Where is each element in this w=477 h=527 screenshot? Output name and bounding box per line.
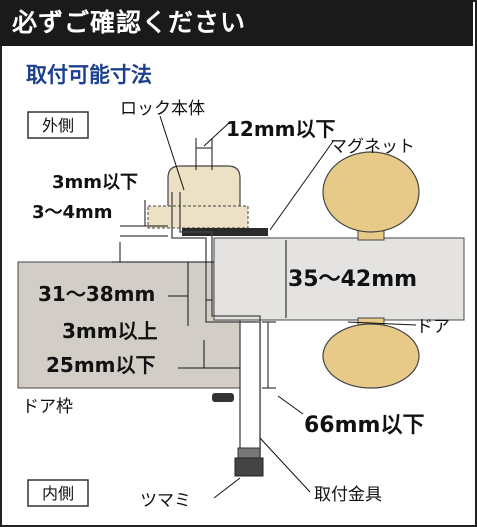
- thumb-turn-knob: [234, 447, 264, 477]
- inside-label: 内側: [42, 484, 74, 503]
- latch-part: [212, 393, 234, 402]
- inside-label-box: [27, 479, 89, 507]
- lock-body-label: ロック本体: [120, 99, 205, 119]
- bracket-label: 取付金具: [314, 485, 382, 505]
- section-title: 取付可能寸法: [26, 63, 152, 87]
- dim-66mm-label: 66mm以下: [304, 413, 424, 438]
- mounting-bracket: [171, 192, 261, 459]
- thumb-knob-label: ツマミ: [140, 491, 191, 511]
- dim-3mm-max-label: 3mm以下: [52, 172, 138, 193]
- header-banner: 必ずご確認ください: [0, 0, 473, 46]
- dim-25mm-label: 25mm以下: [46, 353, 156, 377]
- door-knob-bottom: [322, 317, 420, 389]
- outside-label: 外側: [42, 116, 74, 135]
- door: [213, 237, 465, 321]
- lock-body: [147, 165, 249, 229]
- dim-3to4mm-label: 3～4mm: [32, 202, 113, 223]
- dimension-lines: [112, 138, 287, 389]
- dim-35to42mm-label: 35～42mm: [288, 267, 417, 292]
- door-frame-label: ドア枠: [22, 397, 73, 417]
- dim-31to38mm-label: 31～38mm: [38, 282, 155, 306]
- dim-12mm-label: 12mm以下: [226, 117, 336, 141]
- door-label: ドア: [416, 317, 450, 337]
- dim-3mm-min-label: 3mm以上: [62, 319, 158, 343]
- magnet: [182, 228, 268, 236]
- leader-lines: [159, 115, 417, 499]
- door-knob-top: [322, 151, 420, 241]
- magnet-label: マグネット: [330, 137, 415, 157]
- outside-label-box: [27, 111, 89, 139]
